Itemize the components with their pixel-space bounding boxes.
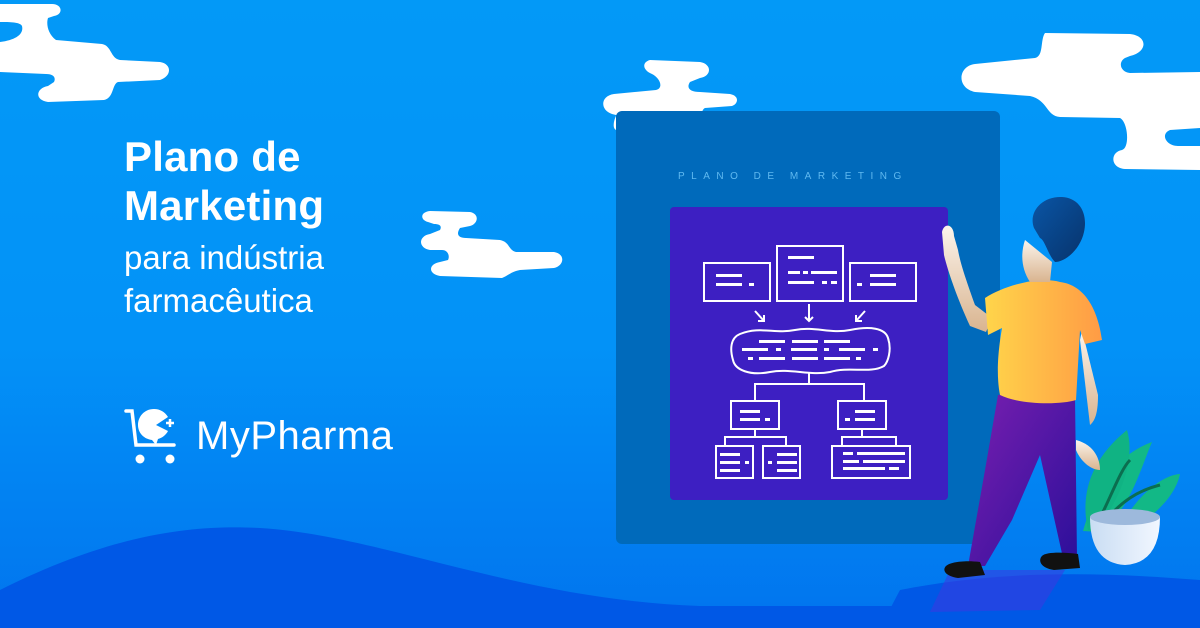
cloud-middle: [421, 211, 563, 278]
ground-wave: [0, 527, 1200, 628]
cloud-top-right: [961, 33, 1200, 170]
board-title: PLANO DE MARKETING: [678, 171, 908, 182]
flowchart-text-lines: [716, 256, 905, 472]
brand-logo: MyPharma: [124, 405, 393, 467]
brand-name: MyPharma: [196, 413, 394, 458]
cart-pacman-plus-icon: [124, 409, 176, 464]
headline: Plano de Marketing para indústria farmac…: [124, 132, 324, 322]
headline-line-1: Plano de: [124, 133, 301, 180]
flowchart: [703, 245, 917, 479]
subheadline-line-2: farmacêutica: [124, 282, 313, 319]
headline-line-2: Marketing: [124, 182, 325, 229]
person-illustration: [942, 196, 1102, 578]
subheadline-line-1: para indústria: [124, 239, 324, 276]
plant-illustration: [1083, 430, 1180, 565]
diagram-panel: [670, 207, 948, 500]
cloud-top-left: [0, 4, 169, 102]
